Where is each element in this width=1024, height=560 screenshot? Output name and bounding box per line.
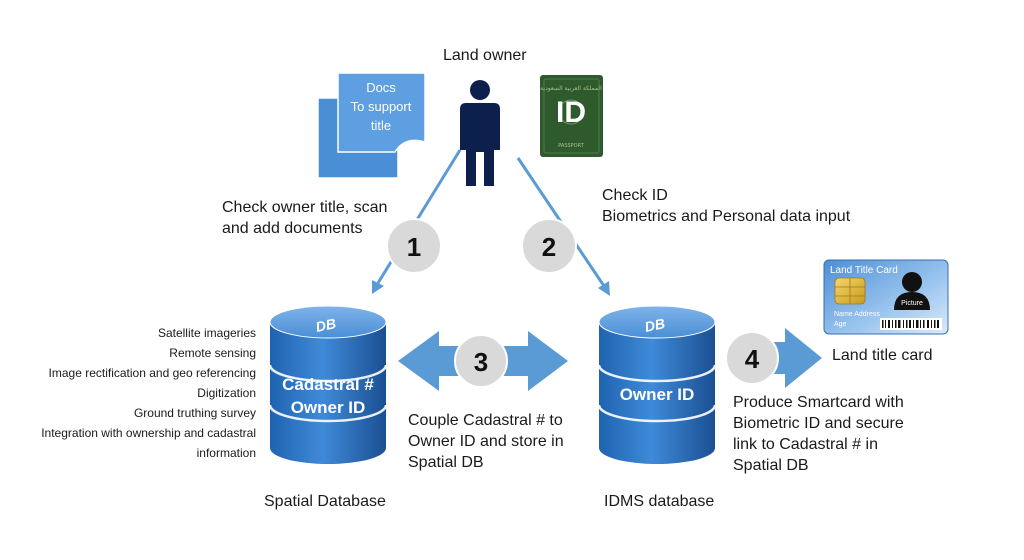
card-info-2: Age <box>834 321 847 328</box>
step-4-circle <box>725 331 779 385</box>
step-4-line-2: Biometric ID and secure <box>733 415 904 432</box>
spatial-db-line-2: Owner ID <box>291 398 366 417</box>
step-1-line-2: and add documents <box>222 220 363 237</box>
docs-line-3: title <box>371 118 391 133</box>
step-3-circle <box>454 334 508 388</box>
idms-db-tag: DB <box>643 315 666 335</box>
step-3-line-1: Couple Cadastral # to <box>408 412 563 429</box>
process-item: Satellite imageries <box>157 326 256 340</box>
idms-db-line-1: Owner ID <box>620 385 695 404</box>
idms-db-cylinder <box>597 305 717 464</box>
step-2-number: 2 <box>542 232 556 262</box>
spatial-db-caption: Spatial Database <box>264 493 386 510</box>
spatial-db-line-1: Cadastral # <box>282 375 374 394</box>
step-4-line-1: Produce Smartcard with <box>733 394 904 411</box>
passport-bottom-text: PASSPORT <box>558 143 585 149</box>
step-4-line-4: Spatial DB <box>733 457 809 474</box>
process-item: information <box>196 446 256 460</box>
process-item: Integration with ownership and cadastral <box>41 426 256 440</box>
process-item: Image rectification and geo referencing <box>48 366 256 380</box>
idms-db-caption: IDMS database <box>604 493 715 510</box>
spatial-db-cylinder <box>268 305 388 464</box>
spatial-db-tag: DB <box>314 315 337 335</box>
process-item: Digitization <box>197 386 256 400</box>
barcode-icon <box>880 318 942 330</box>
land-title-card-icon <box>823 259 949 335</box>
land-title-card-caption: Land title card <box>832 347 933 364</box>
process-item: Ground truthing survey <box>133 406 256 420</box>
land-owner-label: Land owner <box>443 47 527 64</box>
step-2-line-2: Biometrics and Personal data input <box>602 208 851 225</box>
docs-line-1: Docs <box>366 80 396 95</box>
passport-id-text: ID <box>556 96 586 129</box>
step-2-line-1: Check ID <box>602 187 668 204</box>
id-passport-icon <box>540 75 603 157</box>
step-1-circle <box>386 218 442 274</box>
step-2-circle <box>521 218 577 274</box>
card-info-1: Name Address <box>834 311 880 318</box>
step-3-line-3: Spatial DB <box>408 454 484 471</box>
card-picture-label: Picture <box>901 300 923 307</box>
land-owner-figure <box>460 80 500 186</box>
step-4-number: 4 <box>745 344 760 374</box>
passport-top-text: المملكة العربية السعودية <box>540 85 602 92</box>
docs-line-2: To support <box>351 99 412 114</box>
process-item: Remote sensing <box>169 346 256 360</box>
step-1-number: 1 <box>407 232 421 262</box>
step-3-number: 3 <box>474 347 488 377</box>
step-4-line-3: link to Cadastral # in <box>733 436 878 453</box>
step-3-line-2: Owner ID and store in <box>408 433 564 450</box>
card-title: Land Title Card <box>830 265 898 276</box>
step-1-line-1: Check owner title, scan <box>222 199 388 216</box>
process-list: Satellite imageries Remote sensing Image… <box>0 323 256 463</box>
docs-icon <box>317 72 426 179</box>
